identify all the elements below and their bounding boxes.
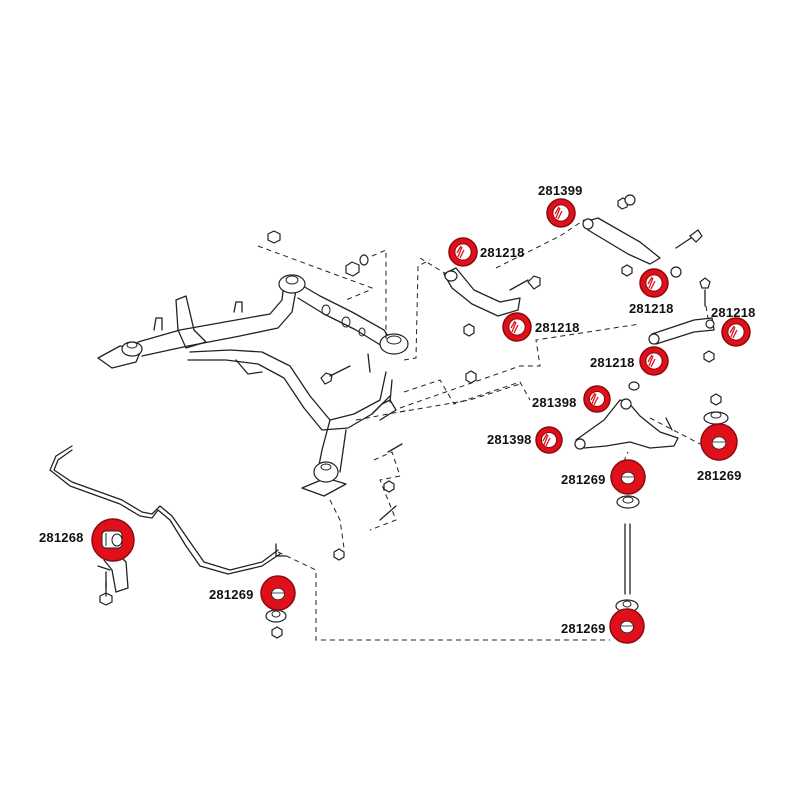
bushing-281269 [609,608,645,644]
part-label-281399: 281399 [538,183,583,198]
lower-control-arm [574,381,679,450]
bushing-281218 [721,317,751,347]
part-label-281218: 281218 [590,355,635,370]
part-label-281269: 281269 [561,472,606,487]
bushings [91,198,751,644]
bushing-281269 [700,423,738,461]
part-label-281269: 281269 [209,587,254,602]
upper-control-arm [443,267,541,337]
toe-link [648,277,715,363]
bushing-281269 [260,575,296,611]
bushing-281218 [639,268,669,298]
part-label-281218: 281218 [629,301,674,316]
lower-seat-washer [616,495,640,509]
subframe-fasteners [267,230,477,561]
part-label-281268: 281268 [39,530,84,545]
bushing-281218 [502,312,532,342]
upper-lateral-link [582,194,703,278]
bushing-281398 [535,426,563,454]
bushing-281218 [448,237,478,267]
leader-lines [257,219,705,641]
rear-subframe [97,274,409,497]
endlink-washer [265,609,287,639]
part-label-281218: 281218 [480,245,525,260]
shock-upper-mount [703,393,729,425]
bushing-281268 [91,518,135,562]
part-label-281398: 281398 [532,395,577,410]
part-label-281218: 281218 [535,320,580,335]
bushing-281218 [639,346,669,376]
part-label-281269: 281269 [697,468,742,483]
part-label-281218: 281218 [711,305,756,320]
part-label-281269: 281269 [561,621,606,636]
bushing-281398 [583,385,611,413]
bushing-281269 [610,459,646,495]
part-label-281398: 281398 [487,432,532,447]
sway-bar [49,445,287,575]
shock-rod [615,523,639,613]
bushing-281399 [546,198,576,228]
